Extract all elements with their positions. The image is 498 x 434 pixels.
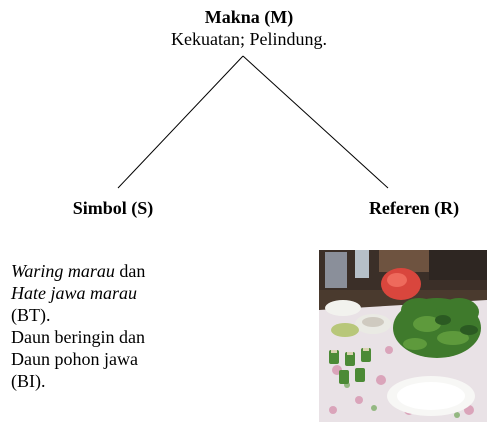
simbol-line-bi-2: Daun pohon jawa: [11, 349, 138, 369]
simbol-label: Simbol (S): [72, 198, 154, 218]
simbol-line-2: Hate jawa marau: [11, 282, 216, 304]
line-makna-to-referen: [242, 55, 389, 189]
referen-label: Referen (R): [368, 198, 460, 218]
simbol-line-bi-1: Daun beringin dan: [11, 327, 145, 347]
makna-title: Makna (M): [204, 7, 294, 27]
simbol-line-bi: (BI).: [11, 371, 46, 391]
referen-photo: [319, 250, 487, 422]
term-hate-jawa-marau: Hate jawa marau: [11, 283, 137, 303]
simbol-line-1: Waring marau dan: [11, 261, 146, 281]
line-makna-to-simbol: [117, 55, 244, 189]
makna-description: Kekuatan; Pelindung.: [171, 29, 327, 49]
simbol-description: Waring marau dan Hate jawa marau (BT). D…: [11, 260, 216, 392]
simbol-line-bt: (BT).: [11, 305, 51, 325]
term-waring-marau: Waring marau: [11, 261, 115, 281]
